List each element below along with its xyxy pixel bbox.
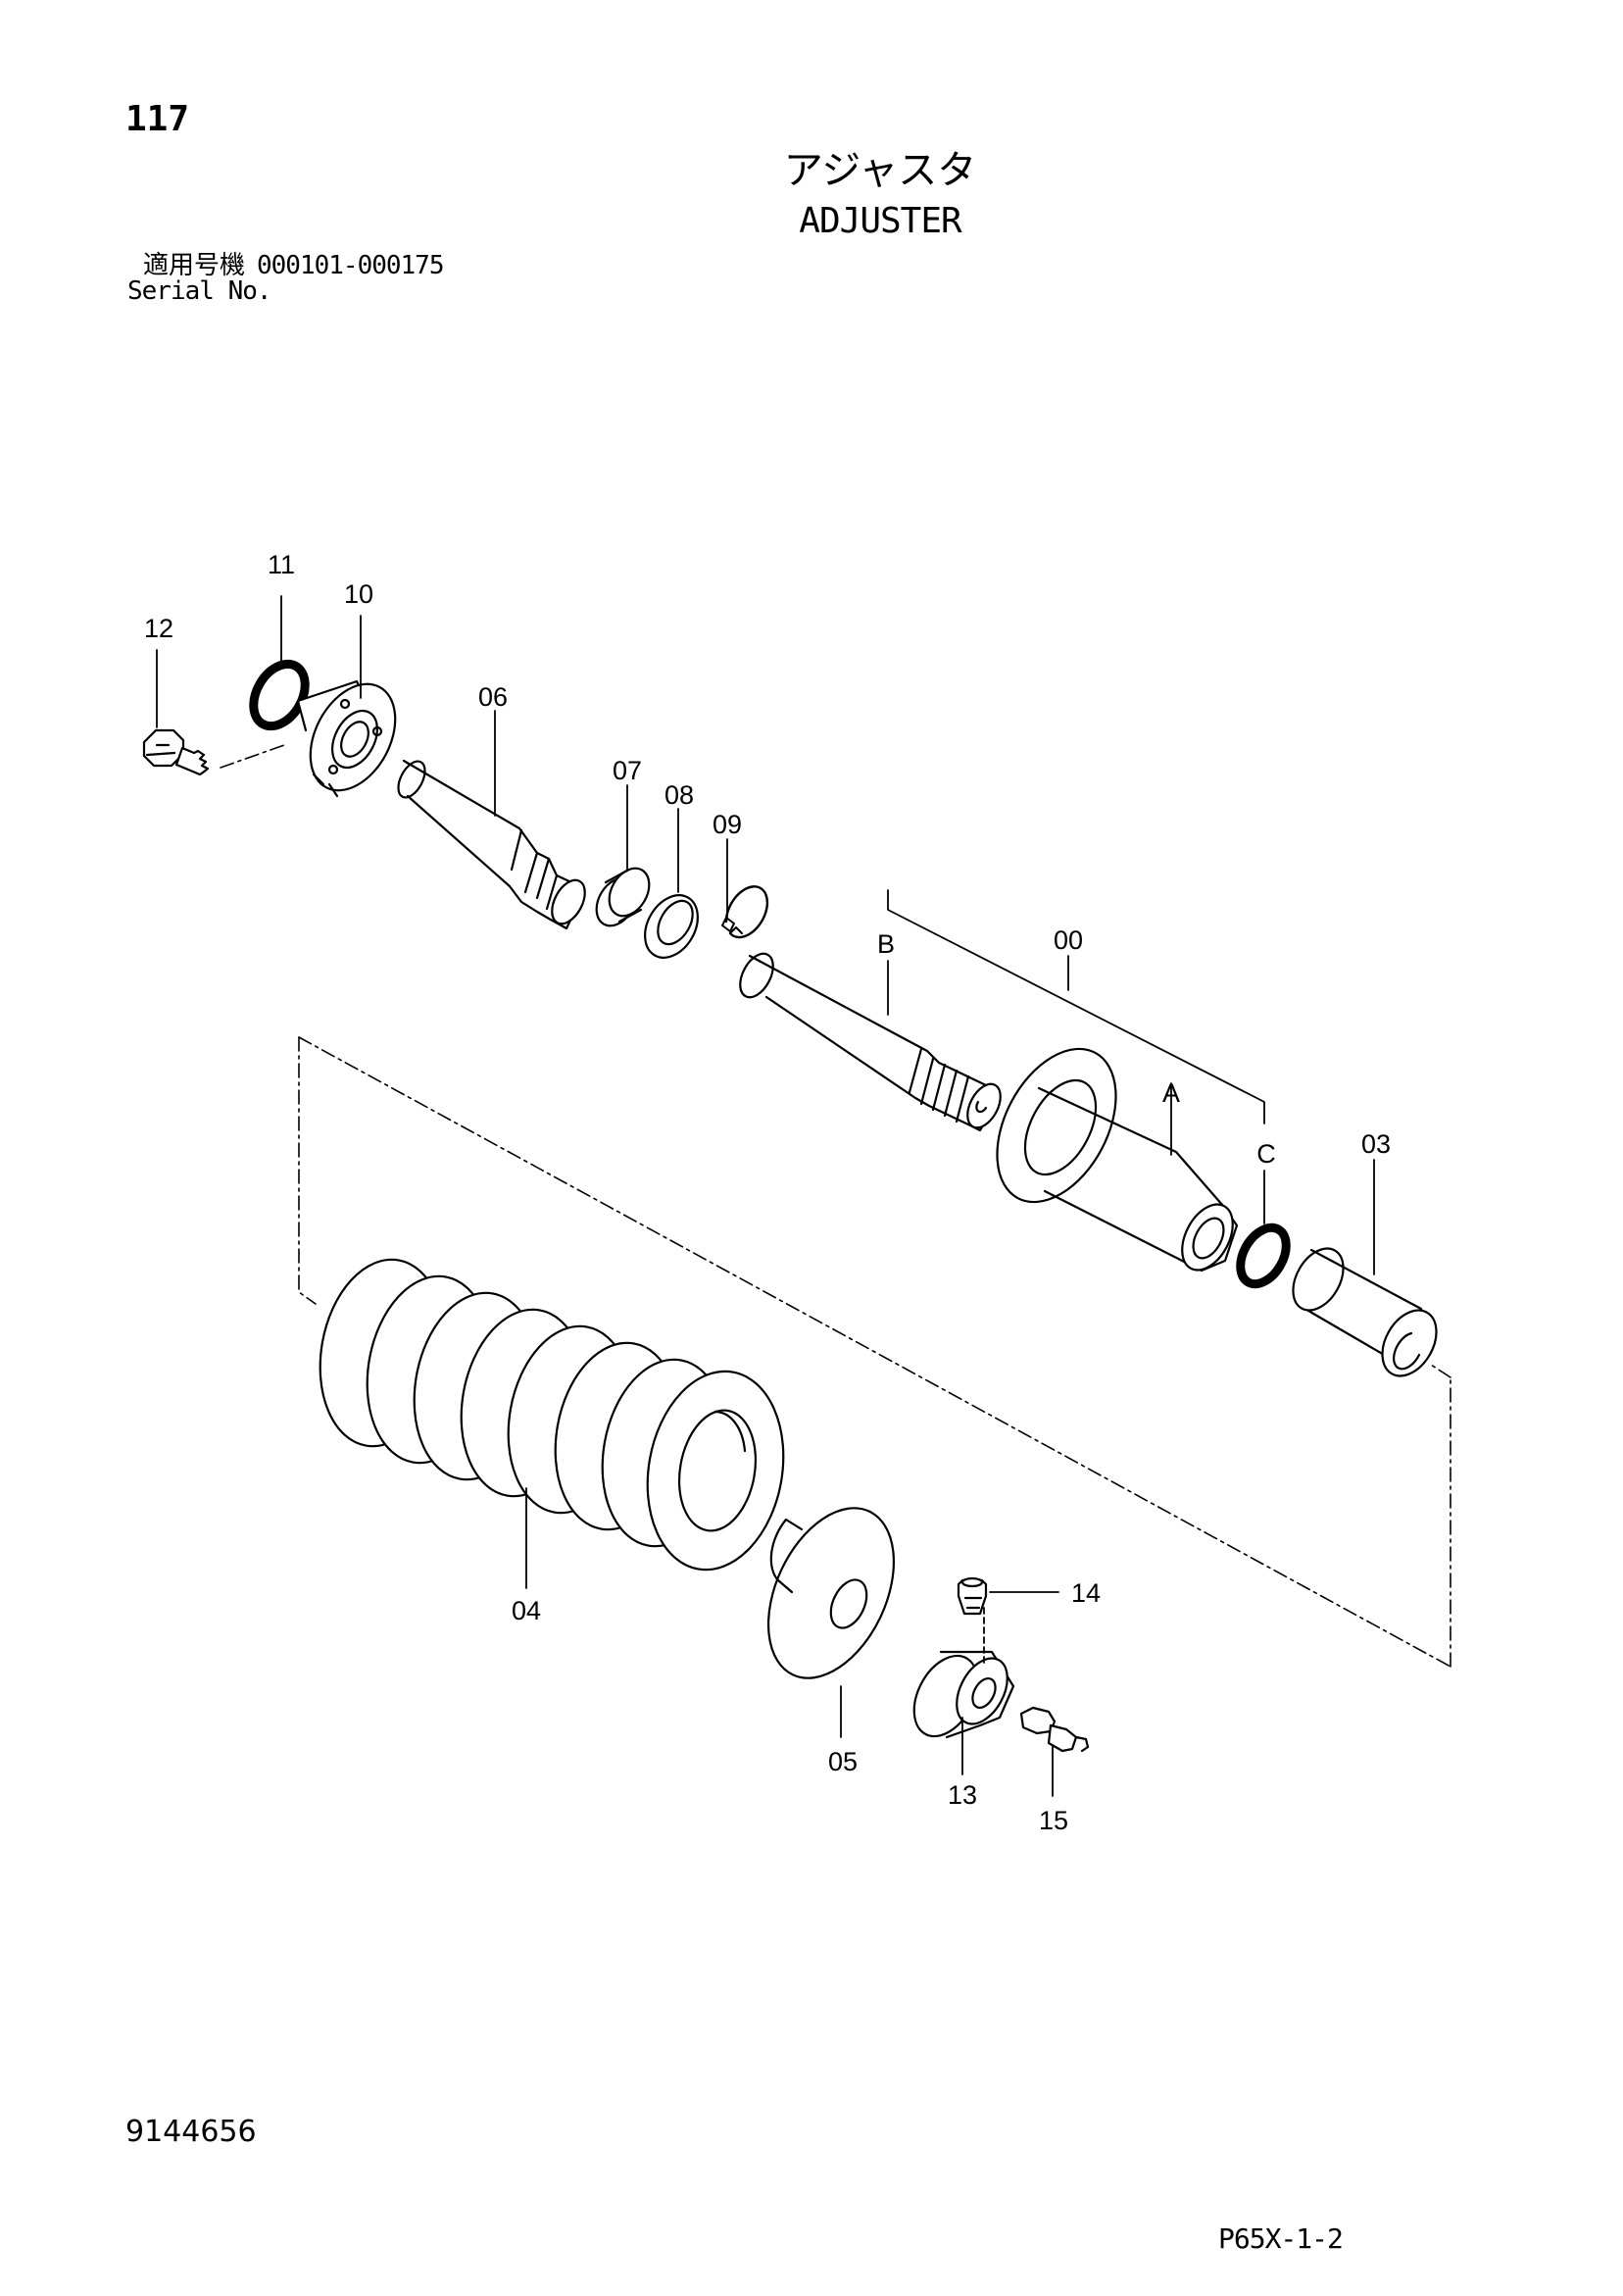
- callout-04: 04: [512, 1596, 541, 1625]
- document-number: 9144656: [125, 2115, 257, 2149]
- assembly-00-bracket: [887, 889, 1265, 1124]
- callout-11: 11: [268, 550, 295, 579]
- part-13-nut: [912, 1607, 1015, 1775]
- part-14-plug: [957, 1576, 1059, 1616]
- callout-08: 08: [664, 780, 694, 810]
- callout-15: 15: [1039, 1806, 1068, 1835]
- callout-00: 00: [1054, 925, 1083, 955]
- serial-range: 000101-000175: [257, 251, 444, 280]
- callout-05: 05: [828, 1747, 858, 1776]
- part-c-o-ring: [1236, 1170, 1291, 1289]
- callout-a: A: [1162, 1078, 1180, 1108]
- part-10-flange: [296, 615, 397, 798]
- page-number: 117: [125, 99, 190, 139]
- callout-12: 12: [144, 614, 173, 643]
- part-09-snap-ring: [721, 838, 769, 939]
- serial-label-english: Serial No.: [127, 276, 272, 306]
- title-japanese: アジャスタ: [783, 148, 977, 193]
- callout-c: C: [1256, 1139, 1276, 1169]
- part-12-bolt: [142, 649, 210, 776]
- title-english: ADJUSTER: [799, 201, 961, 241]
- assembly-guide-lines: [220, 744, 1451, 1668]
- part-08-ring: [644, 808, 699, 959]
- callout-14: 14: [1071, 1578, 1101, 1608]
- callout-b: B: [877, 929, 895, 959]
- callout-07: 07: [613, 756, 642, 785]
- part-15-fitting: [1019, 1706, 1090, 1797]
- part-a-cylinder: [996, 1047, 1239, 1273]
- callout-03: 03: [1361, 1129, 1391, 1159]
- serial-label-japanese: 適用号機: [143, 251, 246, 280]
- callout-09: 09: [713, 810, 742, 839]
- part-b-rod: [739, 952, 1002, 1132]
- page-code: P65X-1-2: [1218, 2222, 1344, 2255]
- part-05-seat: [766, 1507, 896, 1738]
- callout-10: 10: [344, 579, 373, 609]
- part-07-collar: [595, 784, 651, 927]
- part-06-rod: [397, 710, 586, 930]
- callout-13: 13: [948, 1780, 977, 1810]
- callout-06: 06: [478, 682, 508, 712]
- part-04-spring: [319, 1258, 785, 1589]
- part-03-bushing: [1292, 1159, 1438, 1377]
